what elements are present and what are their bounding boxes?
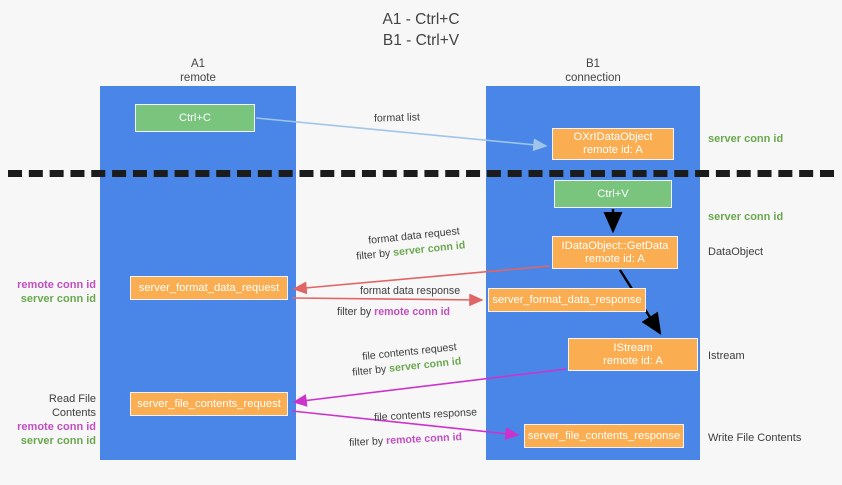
arrow-label-format-data-response: format data response xyxy=(360,285,461,297)
box-getdata-line1: IDataObject::GetData xyxy=(561,239,669,252)
side-label-read-file-contents-group: Read File Contents remote conn id server… xyxy=(4,392,96,448)
lane-b1-sub: connection xyxy=(565,71,621,84)
box-istream[interactable]: IStream remote id: A xyxy=(568,338,698,371)
side-label-conn-ids-upper: remote conn id server conn id xyxy=(8,278,96,306)
filter-prefix: filter by xyxy=(337,306,375,318)
filter-value-remote-conn-id: remote conn id xyxy=(385,431,463,448)
lane-a1-name: A1 xyxy=(190,58,206,70)
arrow-label-format-list: format list xyxy=(373,111,421,125)
box-idataobject-line2: remote id: A xyxy=(583,144,643,156)
filter-prefix: filter by xyxy=(355,246,394,263)
lane-header-b1: B1 connection xyxy=(512,58,674,85)
filter-prefix: filter by xyxy=(351,362,390,379)
box-server-format-data-response[interactable]: server_format_data_response xyxy=(488,288,646,312)
side-label-server-conn-id-top: server conn id xyxy=(708,133,784,145)
box-ctrl-c[interactable]: Ctrl+C xyxy=(135,104,255,132)
box-getdata-line2: remote id: A xyxy=(585,252,645,265)
box-idataobject-line1: OXrIDataObject xyxy=(573,131,653,143)
box-server-file-contents-request[interactable]: server_file_contents_request xyxy=(130,392,288,416)
side-label-write-file-contents: Write File Contents xyxy=(708,432,802,444)
filter-value-remote-conn-id: remote conn id xyxy=(374,306,451,318)
box-server-format-data-response-label: server_format_data_response xyxy=(492,293,642,306)
box-istream-line2: remote id: A xyxy=(603,354,663,367)
side-label-read-file-contents: Read File Contents xyxy=(48,393,96,419)
phase-divider xyxy=(8,170,834,177)
title-line-1: A1 - Ctrl+C xyxy=(382,11,460,28)
arrow-label-file-contents-response-filter: filter by remote conn id xyxy=(349,430,463,450)
box-idataobject-getdata[interactable]: IDataObject::GetData remote id: A xyxy=(552,236,678,269)
box-ctrl-c-label: Ctrl+C xyxy=(178,111,211,124)
box-server-file-contents-response-label: server_file_contents_response xyxy=(527,429,681,442)
box-server-format-data-request[interactable]: server_format_data_request xyxy=(130,276,288,300)
side-label-server-conn-id: server conn id xyxy=(20,435,96,447)
lane-a1-sub: remote xyxy=(180,71,216,84)
title-line-2: B1 - Ctrl+V xyxy=(382,32,460,49)
side-label-server-conn-id-mid: server conn id xyxy=(708,211,784,223)
box-server-format-data-request-label: server_format_data_request xyxy=(138,281,280,294)
side-label-dataobject: DataObject xyxy=(708,246,764,258)
lane-b1-name: B1 xyxy=(585,58,601,70)
side-label-remote-conn-id: remote conn id xyxy=(17,421,96,433)
box-ctrl-v-label: Ctrl+V xyxy=(597,187,629,200)
arrow-label-file-contents-response: file contents response xyxy=(373,406,478,424)
side-label-server-conn-id: server conn id xyxy=(20,293,96,305)
box-ctrl-v[interactable]: Ctrl+V xyxy=(554,180,672,208)
lane-header-a1: A1 remote xyxy=(118,58,278,85)
box-idataobject[interactable]: OXrIDataObject remote id: A xyxy=(552,128,674,160)
box-server-file-contents-response[interactable]: server_file_contents_response xyxy=(524,424,684,448)
page-title: A1 - Ctrl+C B1 - Ctrl+V xyxy=(0,9,842,51)
arrow-format-data-response xyxy=(291,293,484,307)
box-istream-line1: IStream xyxy=(613,341,653,354)
box-server-file-contents-request-label: server_file_contents_request xyxy=(137,397,281,410)
arrow-label-format-data-response-filter: filter by remote conn id xyxy=(337,305,450,319)
side-label-istream: Istream xyxy=(708,350,745,362)
side-label-remote-conn-id: remote conn id xyxy=(17,279,96,291)
filter-prefix: filter by xyxy=(348,435,387,449)
